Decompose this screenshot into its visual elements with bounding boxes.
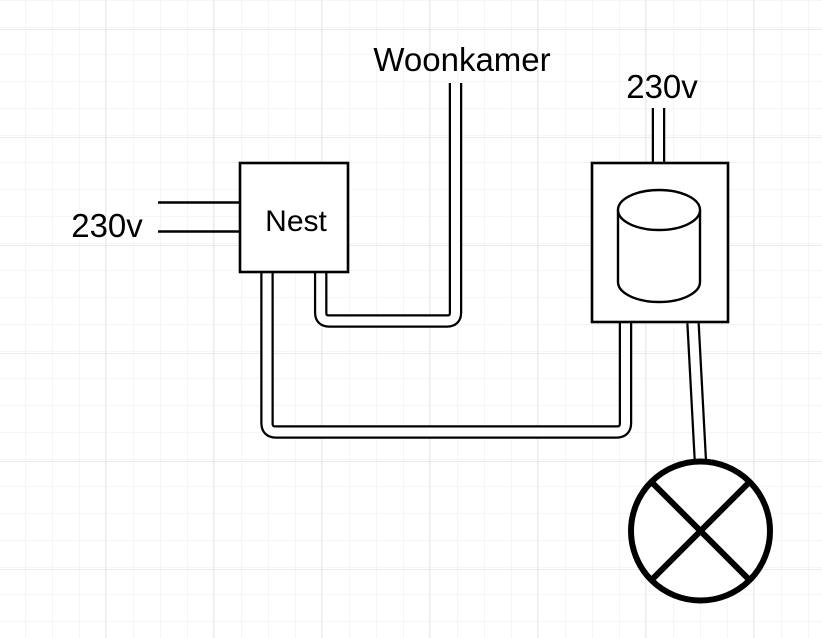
lamp-icon — [628, 458, 773, 604]
nest-label: Nest — [265, 205, 327, 238]
wire-relay-to-lamp — [693, 323, 701, 463]
cylinder-shape — [616, 188, 702, 304]
woonkamer-label: Woonkamer — [373, 41, 550, 78]
right-supply-label: 230v — [626, 68, 698, 105]
nest-node: Nest — [238, 161, 350, 274]
relay-node — [590, 161, 730, 324]
wire-left-supply-to-nest — [158, 201, 241, 233]
left-supply-label: 230v — [71, 207, 143, 244]
